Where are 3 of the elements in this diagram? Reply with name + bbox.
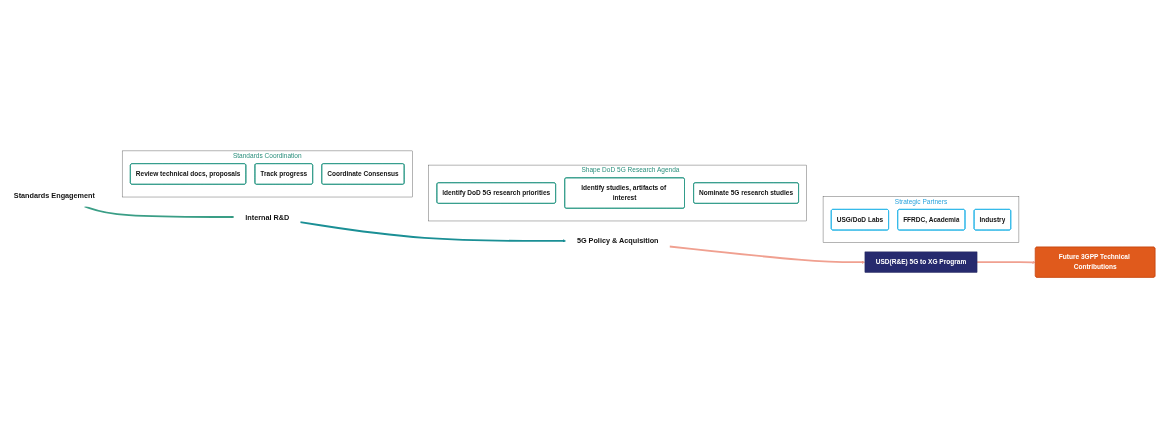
arrow: [976, 260, 1036, 264]
arrow: [668, 245, 866, 264]
arrow: [83, 205, 235, 219]
